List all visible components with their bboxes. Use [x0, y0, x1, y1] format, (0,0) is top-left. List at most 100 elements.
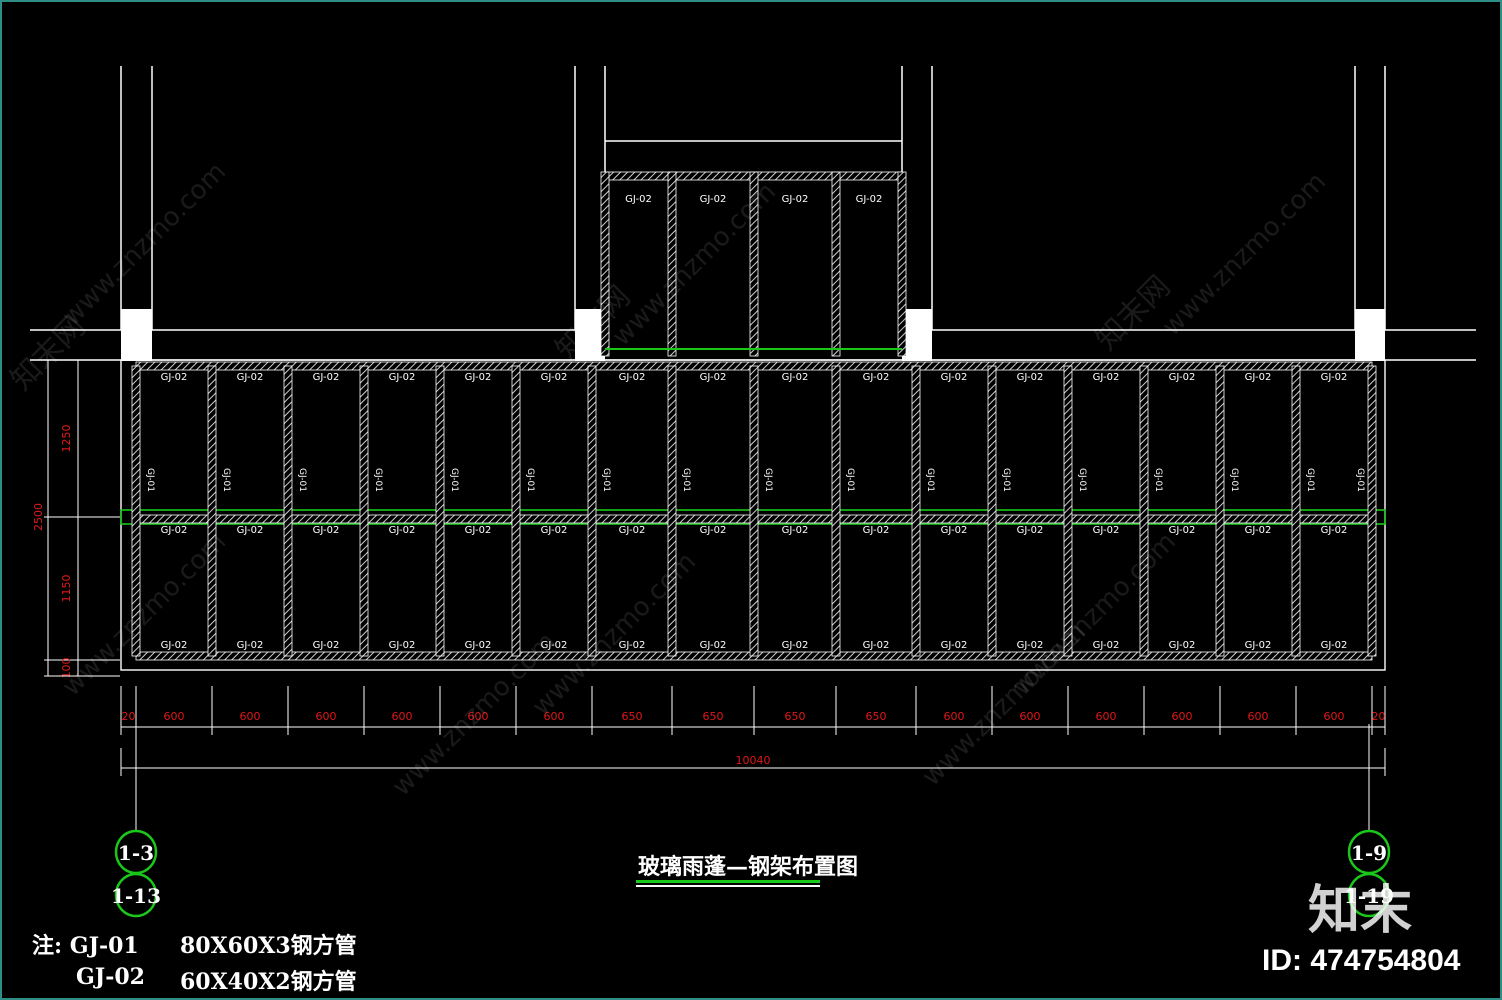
canopy-vertical-member: [1215, 365, 1225, 657]
member-label-vertical: GJ-01: [221, 468, 231, 492]
panel-label-upper: GJ-02: [856, 194, 883, 205]
watermark-text: www.znzmo.com: [1157, 167, 1332, 342]
panel-label-bottom: GJ-02: [1169, 640, 1196, 651]
dim-text: 600: [1096, 710, 1117, 723]
panel-label-top: GJ-02: [1093, 372, 1120, 383]
canopy-vertical-member: [587, 365, 597, 657]
panel-label-top: GJ-02: [237, 372, 264, 383]
panel-label-bottom: GJ-02: [541, 640, 568, 651]
panel-label-bottom: GJ-02: [161, 640, 188, 651]
member-label-vertical: GJ-01: [145, 468, 155, 492]
column-block: [121, 309, 152, 361]
panel-label-mid: GJ-02: [863, 525, 890, 536]
upper-vertical-member: [749, 171, 759, 357]
panel-label-top: GJ-02: [1017, 372, 1044, 383]
axis-left-label: 1-13: [111, 884, 161, 908]
panel-label-top: GJ-02: [619, 372, 646, 383]
member-label-vertical: GJ-01: [373, 468, 383, 492]
dim-text: 600: [1248, 710, 1269, 723]
note-gj02-label: GJ-02: [76, 964, 145, 990]
canopy-vertical-member: [1291, 365, 1301, 657]
column-block: [575, 309, 605, 361]
dim-text: 600: [392, 710, 413, 723]
member-label-vertical: GJ-01: [1229, 468, 1239, 492]
panel-label-bottom: GJ-02: [863, 640, 890, 651]
panel-label-mid: GJ-02: [619, 525, 646, 536]
note-gj01-label: 注: GJ-01: [32, 933, 139, 959]
drawing-title: 玻璃雨蓬—钢架布置图: [638, 854, 859, 880]
member-label-vertical: GJ-01: [925, 468, 935, 492]
axis-left-bubble: [114, 872, 158, 918]
canopy-vertical-member: [1367, 365, 1377, 657]
dim-text: 600: [1020, 710, 1041, 723]
member-label-vertical: GJ-01: [1001, 468, 1011, 492]
member-label-vertical: GJ-01: [297, 468, 307, 492]
dim-text: 650: [622, 710, 643, 723]
title-underline-2: [636, 885, 820, 887]
panel-label-top: GJ-02: [782, 372, 809, 383]
canopy-vertical-member: [749, 365, 759, 657]
column-block: [1355, 309, 1385, 361]
member-label-vertical: GJ-01: [763, 468, 773, 492]
member-label-vertical: GJ-01: [1153, 468, 1163, 492]
panel-label-mid: GJ-02: [700, 525, 727, 536]
member-label-vertical: GJ-01: [449, 468, 459, 492]
vdim-text: 100: [60, 658, 73, 679]
panel-label-top: GJ-02: [313, 372, 340, 383]
panel-label-bottom: GJ-02: [313, 640, 340, 651]
watermark-text: www.znzmo.com: [57, 157, 232, 332]
upper-vertical-member: [667, 171, 677, 357]
panel-label-bottom: GJ-02: [700, 640, 727, 651]
canopy-vertical-member: [987, 365, 997, 657]
axis-left-label: 1-3: [118, 841, 154, 865]
dim-text: 600: [316, 710, 337, 723]
dim-text: 600: [240, 710, 261, 723]
panel-label-mid: GJ-02: [1169, 525, 1196, 536]
panel-label-mid: GJ-02: [782, 525, 809, 536]
panel-label-mid: GJ-02: [161, 525, 188, 536]
canopy-vertical-member: [359, 365, 369, 657]
vdim-text: 1150: [60, 575, 73, 603]
total-dim-text: 10040: [736, 754, 771, 767]
canopy-vertical-member: [831, 365, 841, 657]
canopy-vertical-member: [667, 365, 677, 657]
upper-vertical-member: [897, 171, 907, 357]
dim-text: 600: [1172, 710, 1193, 723]
panel-label-top: GJ-02: [941, 372, 968, 383]
panel-label-bottom: GJ-02: [465, 640, 492, 651]
canopy-vertical-member: [911, 365, 921, 657]
canopy-vertical-member: [131, 365, 141, 657]
canopy-vertical-member: [207, 365, 217, 657]
dim-text: 600: [544, 710, 565, 723]
panel-label-bottom: GJ-02: [1093, 640, 1120, 651]
vdim-text: 1250: [60, 425, 73, 453]
panel-label-upper: GJ-02: [700, 194, 727, 205]
canopy-vertical-member: [1063, 365, 1073, 657]
panel-label-mid: GJ-02: [389, 525, 416, 536]
axis-right-bubble: [1347, 872, 1391, 918]
vdim-overall-text: 2500: [32, 503, 45, 531]
panel-label-bottom: GJ-02: [782, 640, 809, 651]
upper-vertical-member: [831, 171, 841, 357]
dim-text: 650: [866, 710, 887, 723]
panel-label-bottom: GJ-02: [1245, 640, 1272, 651]
panel-label-mid: GJ-02: [1245, 525, 1272, 536]
panel-label-mid: GJ-02: [1017, 525, 1044, 536]
panel-label-bottom: GJ-02: [1017, 640, 1044, 651]
canopy-vertical-member: [283, 365, 293, 657]
dim-text: 20: [122, 710, 136, 723]
panel-label-upper: GJ-02: [625, 194, 652, 205]
panel-label-top: GJ-02: [389, 372, 416, 383]
watermark-id: ID: 474754804: [1262, 944, 1461, 977]
title-underline: [636, 880, 820, 883]
dim-text: 600: [944, 710, 965, 723]
panel-label-top: GJ-02: [465, 372, 492, 383]
panel-label-top: GJ-02: [161, 372, 188, 383]
panel-label-mid: GJ-02: [1321, 525, 1348, 536]
member-label-vertical: GJ-01: [1305, 468, 1315, 492]
axis-right-label: 1-9: [1351, 841, 1387, 865]
canopy-vertical-member: [1139, 365, 1149, 657]
watermark-text: www.znzmo.com: [57, 527, 232, 702]
member-label-vertical: GJ-01: [601, 468, 611, 492]
panel-label-bottom: GJ-02: [389, 640, 416, 651]
